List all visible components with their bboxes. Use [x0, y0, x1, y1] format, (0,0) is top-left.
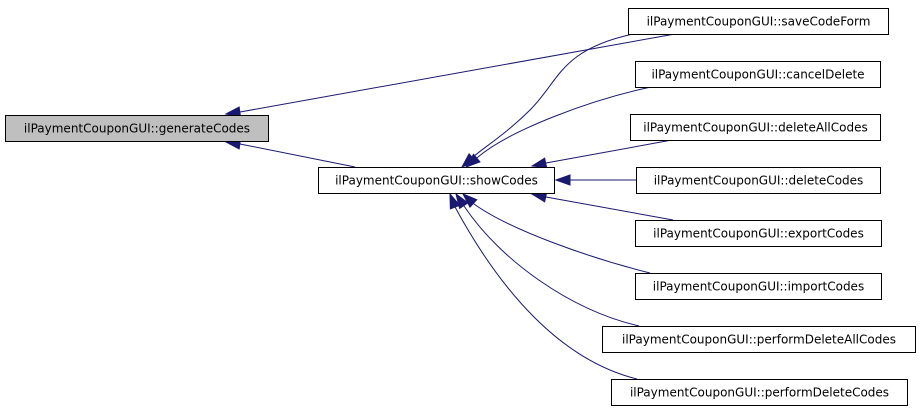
node-label[interactable]: ilPaymentCouponGUI::cancelDelete — [651, 68, 864, 82]
node-label[interactable]: ilPaymentCouponGUI::deleteCodes — [654, 174, 864, 188]
edge-importCodes-to-showCodes — [461, 193, 651, 274]
node-label[interactable]: ilPaymentCouponGUI::importCodes — [653, 280, 864, 294]
edge-line — [473, 203, 651, 274]
edge-exportCodes-to-showCodes — [530, 191, 674, 221]
node-box[interactable] — [628, 8, 889, 35]
node-box[interactable] — [635, 273, 882, 300]
root-node-box[interactable] — [5, 115, 269, 142]
node-saveCodeForm[interactable]: ilPaymentCouponGUI::saveCodeForm — [628, 8, 889, 35]
node-generateCodes[interactable]: ilPaymentCouponGUI::generateCodes — [5, 115, 269, 142]
node-cancelDelete[interactable]: ilPaymentCouponGUI::cancelDelete — [635, 61, 881, 88]
edge-line — [239, 143, 356, 168]
nodes-layer: ilPaymentCouponGUI::generateCodesilPayme… — [5, 8, 916, 406]
node-box[interactable] — [635, 220, 882, 247]
node-performDeleteCodes[interactable]: ilPaymentCouponGUI::performDeleteCodes — [611, 379, 908, 406]
edges-layer — [224, 33, 676, 380]
arrowhead-icon — [530, 157, 548, 169]
node-box[interactable] — [630, 114, 881, 141]
node-label[interactable]: ilPaymentCouponGUI::deleteAllCodes — [643, 121, 867, 135]
node-deleteCodes[interactable]: ilPaymentCouponGUI::deleteCodes — [636, 167, 881, 194]
edge-line — [454, 206, 638, 380]
node-showCodes[interactable]: ilPaymentCouponGUI::showCodes — [318, 167, 555, 194]
node-box[interactable] — [611, 379, 908, 406]
edge-cancelDelete-to-showCodes — [464, 86, 652, 168]
node-box[interactable] — [602, 326, 916, 353]
node-box[interactable] — [635, 61, 881, 88]
edge-showCodes-to-generateCodes — [224, 138, 356, 168]
edge-line — [239, 33, 676, 113]
node-exportCodes[interactable]: ilPaymentCouponGUI::exportCodes — [635, 220, 882, 247]
node-label[interactable]: ilPaymentCouponGUI::showCodes — [335, 174, 538, 188]
edge-line — [545, 139, 673, 164]
edge-line — [463, 205, 640, 327]
edge-performDeleteAllCodes-to-showCodes — [455, 192, 640, 327]
node-label[interactable]: ilPaymentCouponGUI::performDeleteAllCode… — [622, 333, 896, 347]
edge-saveCodeForm-to-showCodes — [460, 33, 634, 168]
edge-deleteAllCodes-to-showCodes — [530, 139, 673, 169]
node-label[interactable]: ilPaymentCouponGUI::saveCodeForm — [647, 15, 871, 29]
node-label[interactable]: ilPaymentCouponGUI::performDeleteCodes — [630, 386, 889, 400]
node-label[interactable]: ilPaymentCouponGUI::exportCodes — [653, 227, 864, 241]
arrowhead-icon — [554, 174, 571, 186]
edge-line-tail — [473, 203, 475, 205]
edge-line — [471, 33, 634, 159]
edge-line — [545, 196, 674, 221]
node-box[interactable] — [318, 167, 555, 194]
node-deleteAllCodes[interactable]: ilPaymentCouponGUI::deleteAllCodes — [630, 114, 881, 141]
node-importCodes[interactable]: ilPaymentCouponGUI::importCodes — [635, 273, 882, 300]
edge-saveCodeForm-to-generateCodes — [224, 33, 676, 118]
edge-line — [477, 86, 652, 158]
node-box[interactable] — [636, 167, 881, 194]
edge-deleteCodes-to-showCodes — [554, 174, 636, 186]
edge-performDeleteCodes-to-showCodes — [449, 192, 638, 380]
node-label[interactable]: ilPaymentCouponGUI::generateCodes — [24, 122, 250, 136]
edge-line-tail — [476, 156, 479, 159]
node-performDeleteAllCodes[interactable]: ilPaymentCouponGUI::performDeleteAllCode… — [602, 326, 916, 353]
